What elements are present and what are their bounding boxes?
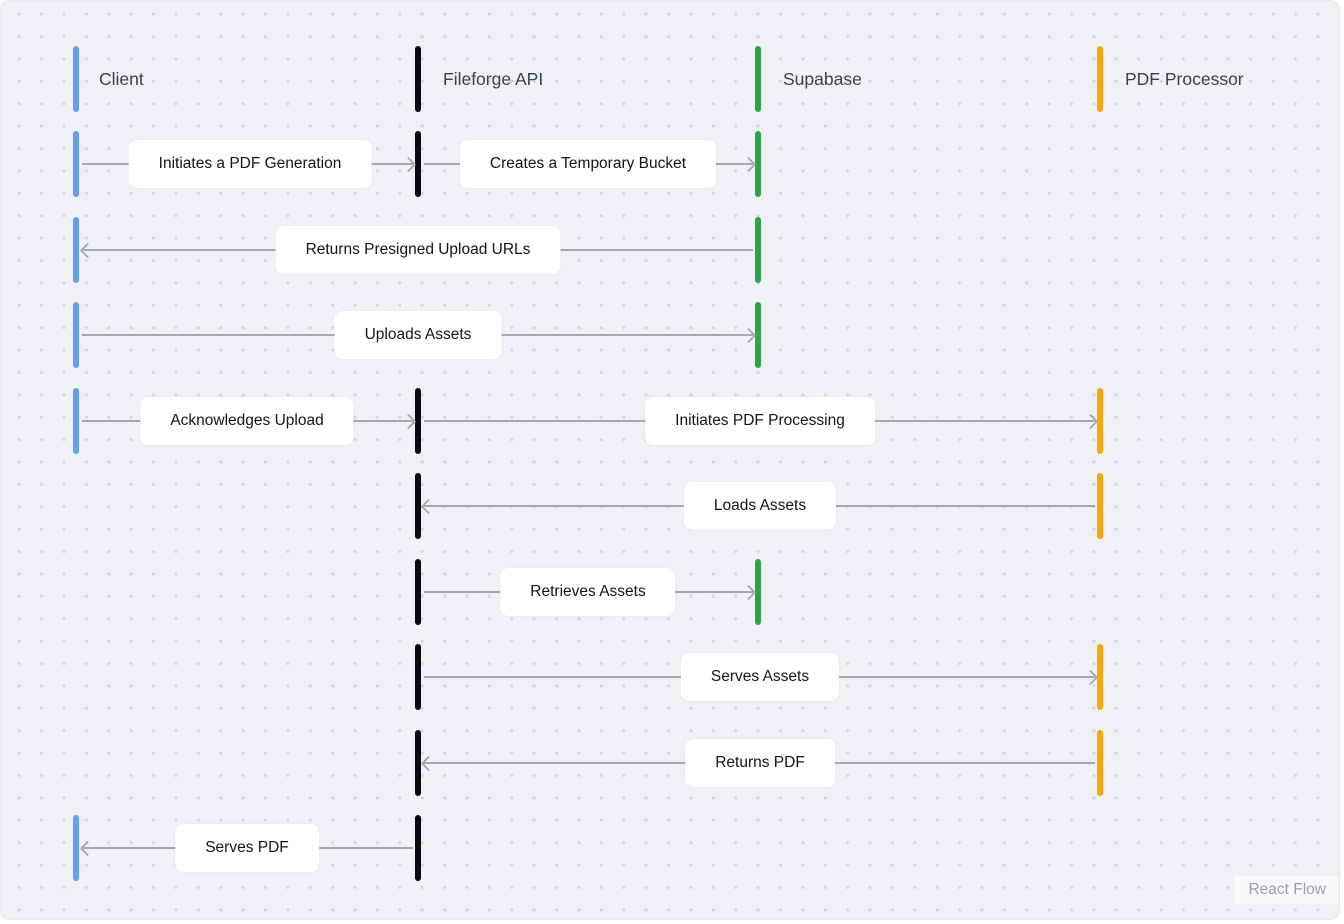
activation-bar-fileforge-row8[interactable] <box>415 730 421 796</box>
lane-header-bar-pdf-processor[interactable] <box>1097 46 1103 112</box>
message-label-serves-pdf[interactable]: Serves PDF <box>175 824 319 872</box>
message-label-serves-assets[interactable]: Serves Assets <box>680 653 840 701</box>
activation-bar-supabase-row1[interactable] <box>755 131 761 197</box>
arrowhead-right-icon <box>740 584 757 600</box>
arrowhead-left-icon <box>420 755 437 771</box>
message-label-uploads-assets[interactable]: Uploads Assets <box>334 311 502 359</box>
activation-bar-supabase-row3[interactable] <box>755 302 761 368</box>
message-label-retrieves-assets[interactable]: Retrieves Assets <box>500 568 676 616</box>
message-label-creates-temporary-bucket[interactable]: Creates a Temporary Bucket <box>459 140 717 188</box>
activation-bar-client-row3[interactable] <box>73 302 79 368</box>
activation-bar-pdf-row4[interactable] <box>1097 388 1103 454</box>
activation-bar-fileforge-row9[interactable] <box>415 815 421 881</box>
message-label-initiates-pdf-generation[interactable]: Initiates a PDF Generation <box>128 140 372 188</box>
activation-bar-pdf-row8[interactable] <box>1097 730 1103 796</box>
message-label-initiates-pdf-processing[interactable]: Initiates PDF Processing <box>645 397 875 445</box>
activation-bar-supabase-row6[interactable] <box>755 559 761 625</box>
lane-header-bar-client[interactable] <box>73 46 79 112</box>
activation-bar-fileforge-row6[interactable] <box>415 559 421 625</box>
activation-bar-supabase-row2[interactable] <box>755 217 761 283</box>
activation-bar-fileforge-row4[interactable] <box>415 388 421 454</box>
activation-bar-fileforge-row1[interactable] <box>415 131 421 197</box>
react-flow-attribution-link[interactable]: React Flow <box>1234 876 1338 904</box>
message-label-loads-assets[interactable]: Loads Assets <box>683 482 837 530</box>
arrowhead-left-icon <box>79 840 96 856</box>
message-label-returns-presigned-upload-urls[interactable]: Returns Presigned Upload URLs <box>275 226 561 274</box>
activation-bar-client-row2[interactable] <box>73 217 79 283</box>
activation-bar-pdf-row7[interactable] <box>1097 644 1103 710</box>
arrowhead-right-icon <box>1082 413 1099 429</box>
activation-bar-fileforge-row5[interactable] <box>415 473 421 539</box>
arrowhead-right-icon <box>1082 669 1099 685</box>
arrowhead-right-icon <box>740 156 757 172</box>
arrowhead-right-icon <box>740 327 757 343</box>
activation-bar-pdf-row5[interactable] <box>1097 473 1103 539</box>
activation-bar-fileforge-row7[interactable] <box>415 644 421 710</box>
arrowhead-left-icon <box>420 498 437 514</box>
arrowhead-left-icon <box>79 242 96 258</box>
message-label-returns-pdf[interactable]: Returns PDF <box>685 739 835 787</box>
activation-bar-client-row1[interactable] <box>73 131 79 197</box>
arrowhead-right-icon <box>400 413 417 429</box>
lane-header-bar-supabase[interactable] <box>755 46 761 112</box>
lane-label-client: Client <box>99 69 144 89</box>
lane-header-bar-fileforge-api[interactable] <box>415 46 421 112</box>
message-label-acknowledges-upload[interactable]: Acknowledges Upload <box>140 397 354 445</box>
lane-label-fileforge-api: Fileforge API <box>443 69 544 89</box>
arrowhead-right-icon <box>400 156 417 172</box>
activation-bar-client-row4[interactable] <box>73 388 79 454</box>
lane-label-supabase: Supabase <box>783 69 862 89</box>
lane-label-pdf-processor: PDF Processor <box>1125 69 1244 89</box>
activation-bar-client-row9[interactable] <box>73 815 79 881</box>
